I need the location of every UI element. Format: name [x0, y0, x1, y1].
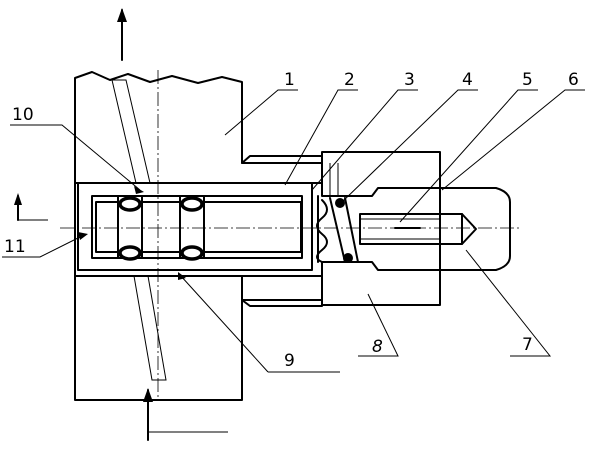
- label-part-7: 7: [522, 335, 533, 355]
- flow-passages: [111, 70, 167, 400]
- sleeve-piston: [60, 182, 520, 271]
- adjust-screw: [359, 187, 511, 271]
- label-part-4: 4: [462, 70, 473, 90]
- leader-lines: [2, 89, 585, 373]
- label-part-8: 8: [372, 337, 383, 357]
- label-part-1: 1: [284, 70, 295, 90]
- label-part-9: 9: [284, 351, 295, 371]
- label-part-11: 11: [4, 237, 26, 257]
- flow-arrows: [14, 8, 228, 441]
- label-part-6: 6: [568, 70, 579, 90]
- spring: [316, 195, 359, 263]
- part-labels: 1 2 3 4 5 6 7 8 9 10 11: [4, 70, 579, 371]
- label-part-10: 10: [12, 105, 34, 125]
- label-part-2: 2: [344, 70, 355, 90]
- label-part-3: 3: [404, 70, 415, 90]
- label-part-5: 5: [522, 70, 533, 90]
